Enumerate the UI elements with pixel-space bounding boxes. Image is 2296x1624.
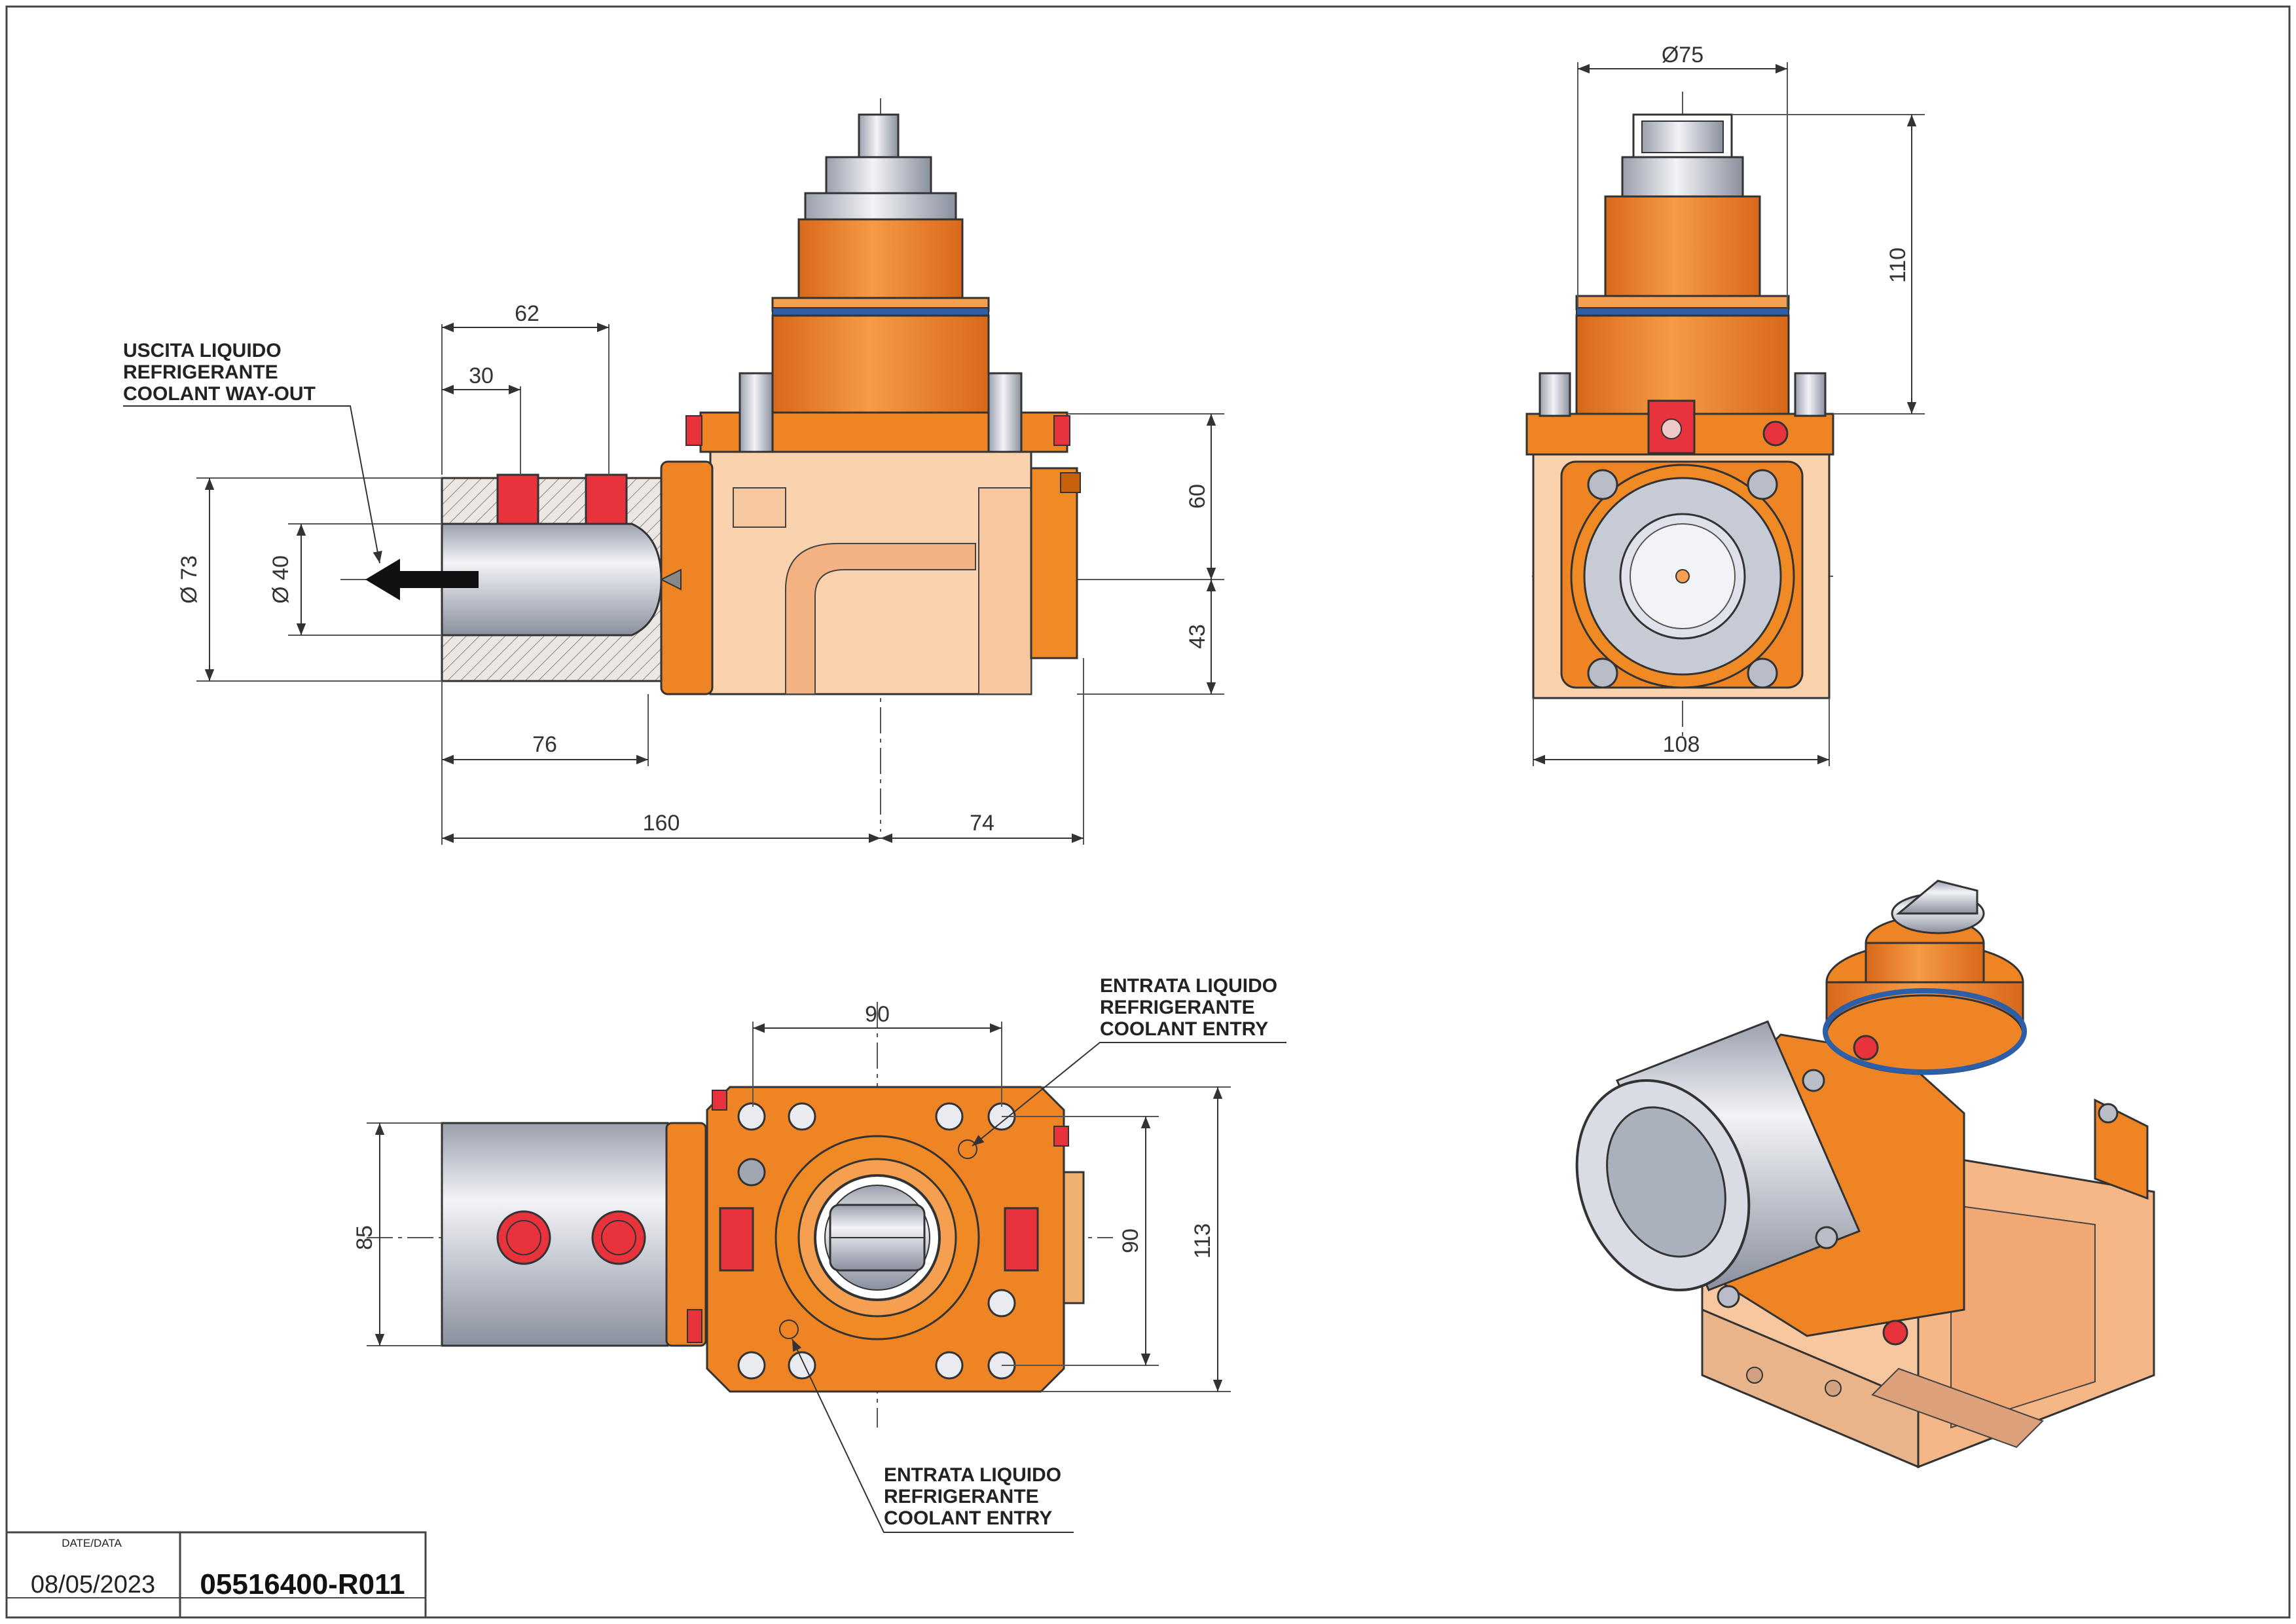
- dim-dia-73: Ø 73: [177, 555, 202, 604]
- dim-85: 85: [352, 1225, 377, 1250]
- front-view: Ø75 110 108: [1525, 43, 1925, 766]
- drawing-code: 05516400-R011: [200, 1568, 405, 1600]
- dim-90-height: 90: [1118, 1228, 1143, 1253]
- note-entry-bottom-line-1: ENTRATA LIQUIDO: [884, 1464, 1061, 1486]
- dim-dia-40: Ø 40: [268, 555, 293, 604]
- dim-62: 62: [515, 301, 539, 326]
- coolant-outlet-arrow-icon: [365, 559, 479, 600]
- note-outlet-line-1: USCITA LIQUIDO: [123, 340, 282, 361]
- dim-dia-75: Ø75: [1662, 43, 1704, 67]
- note-entry-bottom-line-2: REFRIGERANTE: [884, 1486, 1039, 1507]
- title-block: DATE/DATA 08/05/2023 05516400-R011: [5, 1531, 427, 1619]
- isometric-view: [1575, 879, 2155, 1469]
- sheet-border: [5, 5, 2291, 1619]
- note-outlet-line-3: COOLANT WAY-OUT: [123, 383, 316, 405]
- side-view: 62 30 Ø 73 Ø 40 60 43 76 160 74 U: [123, 98, 1224, 845]
- dim-76: 76: [532, 732, 557, 757]
- dim-113: 113: [1190, 1223, 1215, 1259]
- note-entry-top-line-2: REFRIGERANTE: [1100, 997, 1255, 1018]
- dim-74: 74: [970, 811, 994, 836]
- dim-30: 30: [469, 363, 494, 388]
- dim-160: 160: [643, 811, 680, 836]
- date-value: 08/05/2023: [31, 1571, 155, 1598]
- note-entry-top-line-1: ENTRATA LIQUIDO: [1100, 975, 1277, 997]
- dim-90-width: 90: [865, 1002, 890, 1027]
- dim-60: 60: [1185, 484, 1210, 509]
- dim-110: 110: [1886, 248, 1910, 283]
- top-view: 90 85 90 113 ENTRATA LIQUIDO REFRIGERANT…: [352, 975, 1286, 1533]
- note-entry-bottom-line-3: COOLANT ENTRY: [884, 1507, 1052, 1529]
- date-label: DATE/DATA: [62, 1537, 122, 1549]
- dim-43: 43: [1185, 624, 1210, 649]
- dim-108: 108: [1663, 732, 1700, 757]
- note-outlet-line-2: REFRIGERANTE: [123, 361, 278, 383]
- note-entry-top-line-3: COOLANT ENTRY: [1100, 1018, 1268, 1040]
